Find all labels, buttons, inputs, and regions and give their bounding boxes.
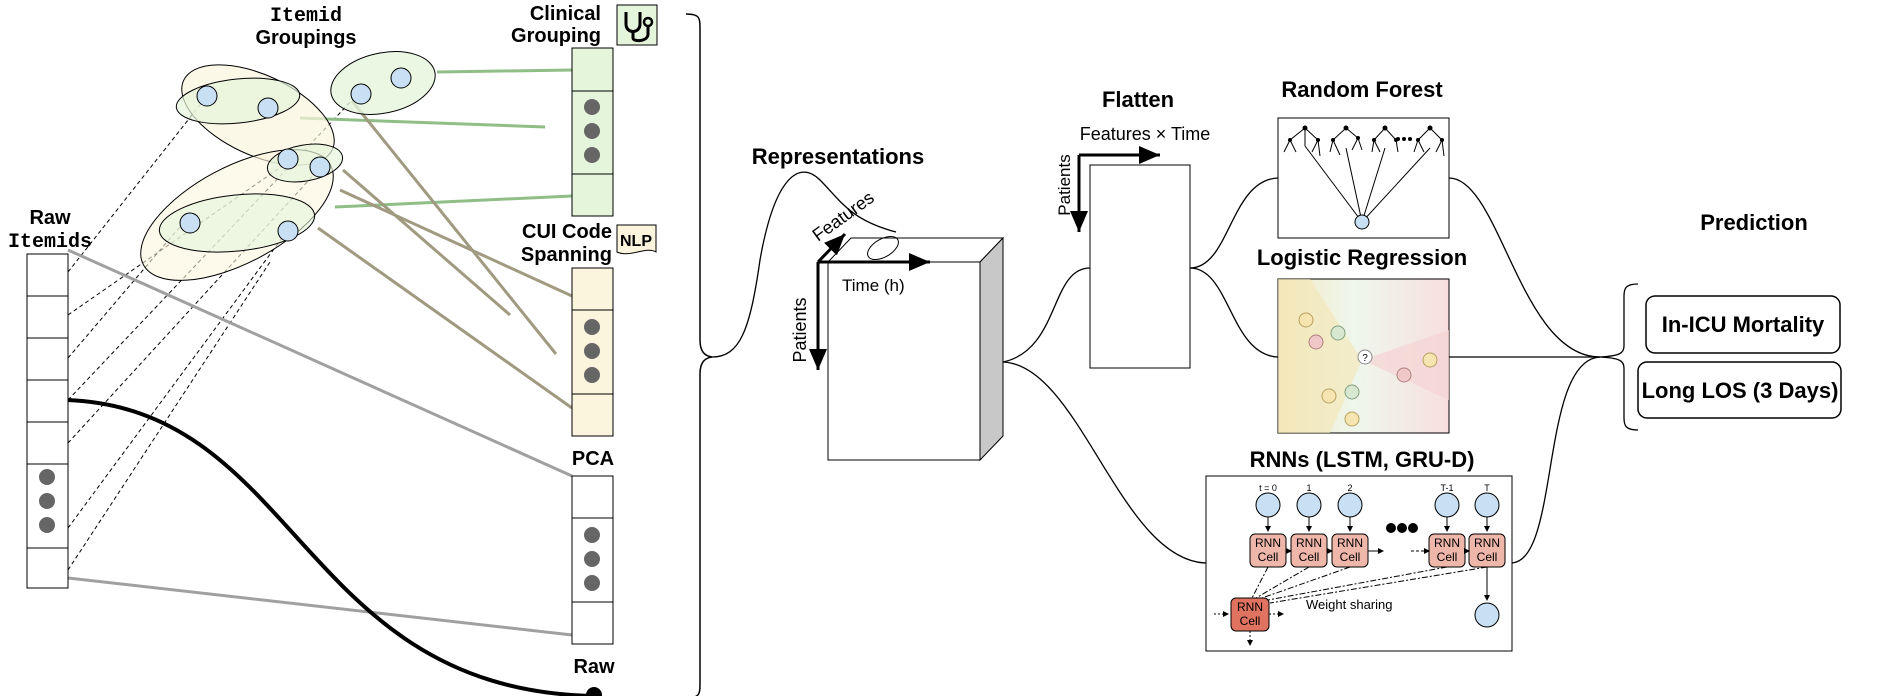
- input-node: [1337, 492, 1363, 518]
- clinical-grouping-label-2: Grouping: [511, 25, 601, 47]
- itemid-node: [390, 67, 412, 89]
- itemid-node: [196, 85, 218, 107]
- svg-text:Cell: Cell: [1240, 614, 1261, 628]
- time-step-label: T-1: [1440, 483, 1453, 493]
- rnn-block: RNNs (LSTM, GRU-D) t = 0RNNCell1RNNCell2…: [1205, 447, 1513, 652]
- svg-text:RNN: RNN: [1434, 536, 1460, 550]
- itemid-node: [179, 212, 201, 234]
- flatten-block: Flatten Features × Time Patients: [1055, 87, 1211, 369]
- time-step-label: 2: [1347, 483, 1352, 493]
- svg-text:Cell: Cell: [1299, 550, 1320, 564]
- nlp-badge: NLP: [616, 224, 657, 255]
- clinical-grouping-label-1: Clinical: [530, 3, 601, 25]
- outcome-label-los: Long LOS (3 Days): [1642, 378, 1839, 403]
- representation-tensor: Representations Patients Features Time (…: [711, 144, 1005, 462]
- raw-itemids-column: Raw Itemids: [8, 207, 92, 589]
- outcome-long-los: [1637, 361, 1842, 419]
- pca-label: PCA: [572, 448, 614, 470]
- stethoscope-icon: [616, 4, 658, 46]
- itemid-node: [350, 83, 372, 105]
- svg-text:RNN: RNN: [1237, 600, 1263, 614]
- svg-text:RNN: RNN: [1296, 536, 1322, 550]
- logistic-regression-block: Logistic Regression ?: [1257, 245, 1467, 434]
- output-node: [1474, 602, 1500, 628]
- time-step-label: t = 0: [1259, 483, 1277, 493]
- random-forest-label: Random Forest: [1281, 77, 1443, 102]
- outcome-label-mortality: In-ICU Mortality: [1662, 312, 1825, 337]
- flatten-patients-label: Patients: [1055, 154, 1074, 215]
- weight-sharing-label: Weight sharing: [1306, 597, 1392, 612]
- raw-itemids-label-2: Itemids: [8, 231, 92, 254]
- itemid-node: [277, 220, 299, 242]
- raw-itemids-label-1: Raw: [29, 207, 71, 229]
- pca-column: PCA: [571, 448, 614, 645]
- time-axis-label: Time (h): [842, 276, 905, 295]
- clinical-grouping-column: Clinical Grouping: [511, 3, 658, 217]
- itemid-groupings: [140, 51, 436, 281]
- flatten-label: Flatten: [1102, 87, 1174, 112]
- model-connectors: [1002, 267, 1207, 564]
- time-step-label: T: [1484, 483, 1490, 493]
- svg-text:Cell: Cell: [1340, 550, 1361, 564]
- patients-axis-label: Patients: [790, 297, 810, 362]
- raw-label: Raw: [573, 656, 615, 678]
- input-node: [1255, 492, 1281, 518]
- svg-text:Cell: Cell: [1477, 550, 1498, 564]
- svg-text:Cell: Cell: [1258, 550, 1279, 564]
- outcome-in-icu-mortality: [1645, 295, 1841, 354]
- prediction-block: Prediction In-ICU Mortality Long LOS (3 …: [1599, 210, 1842, 431]
- svg-text:RNN: RNN: [1255, 536, 1281, 550]
- svg-text:NLP: NLP: [620, 233, 652, 250]
- cui-code-column: CUI Code Spanning NLP: [521, 221, 657, 437]
- logistic-regression-label: Logistic Regression: [1257, 245, 1467, 270]
- features-x-time-label: Features × Time: [1080, 124, 1211, 144]
- itemid-node: [277, 148, 299, 170]
- itemid-groupings-label-1: Itemid: [270, 5, 342, 28]
- rnn-label: RNNs (LSTM, GRU-D): [1250, 447, 1475, 472]
- time-step-label: 1: [1306, 483, 1311, 493]
- prediction-label: Prediction: [1700, 210, 1808, 235]
- representations-label: Representations: [752, 144, 924, 169]
- unknown-sample-marker: ?: [1362, 353, 1368, 364]
- itemid-node: [309, 156, 331, 178]
- svg-text:Cell: Cell: [1437, 550, 1458, 564]
- raw-endpoint: [586, 687, 602, 696]
- input-node: [1474, 492, 1500, 518]
- itemid-groupings-label-2: Groupings: [255, 27, 356, 49]
- cui-code-label-2: Spanning: [521, 244, 612, 266]
- itemid-node: [257, 97, 279, 119]
- svg-text:RNN: RNN: [1337, 536, 1363, 550]
- random-forest-block: Random Forest: [1277, 77, 1450, 239]
- input-node: [1296, 492, 1322, 518]
- grouping-brace: [685, 13, 713, 696]
- input-node: [1434, 492, 1460, 518]
- cui-code-label-1: CUI Code: [522, 221, 612, 243]
- svg-text:RNN: RNN: [1474, 536, 1500, 550]
